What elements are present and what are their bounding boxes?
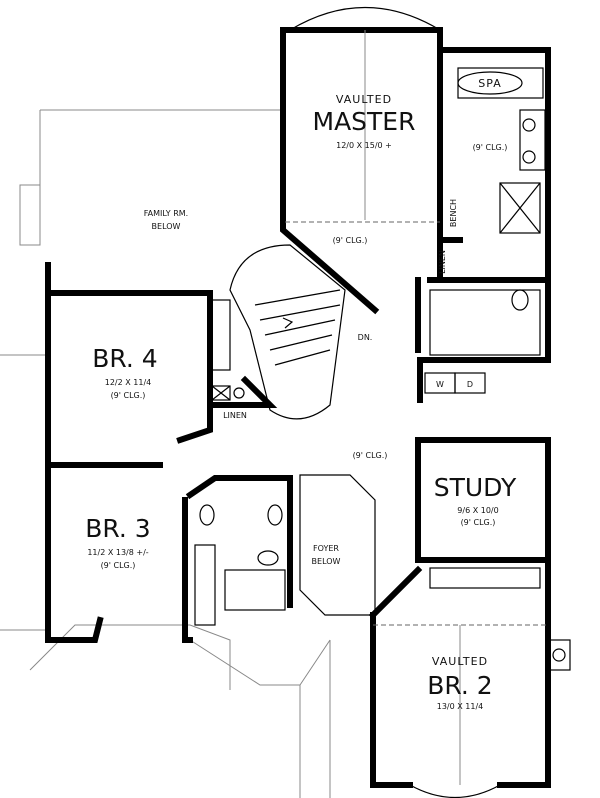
br4-dims: 12/2 X 11/4 bbox=[105, 378, 152, 387]
br4-ceiling: (9' CLG.) bbox=[111, 391, 146, 400]
master-dims: 12/0 X 15/0 + bbox=[336, 141, 392, 150]
bath-ceiling: (9' CLG.) bbox=[473, 143, 508, 152]
br2-dims: 13/0 X 11/4 bbox=[437, 702, 484, 711]
stair-down-label: DN. bbox=[358, 333, 373, 342]
hall-ceiling: (9' CLG.) bbox=[353, 451, 388, 460]
family-room-label: FAMILY RM. bbox=[144, 209, 188, 218]
br2-vaulted-label: VAULTED bbox=[432, 655, 488, 668]
br3-label: BR. 3 bbox=[85, 514, 150, 543]
master-room-label: MASTER bbox=[313, 107, 416, 136]
spa-label: SPA bbox=[478, 77, 501, 90]
br4-linen-label: LINEN bbox=[223, 411, 247, 420]
family-room-below: BELOW bbox=[152, 222, 181, 231]
foyer-below: BELOW bbox=[312, 557, 341, 566]
master-vaulted-label: VAULTED bbox=[336, 93, 392, 106]
br2-label: BR. 2 bbox=[427, 671, 492, 700]
foyer-label: FOYER bbox=[313, 544, 339, 553]
details bbox=[194, 7, 571, 798]
bath-linen-label: LINEN bbox=[438, 250, 447, 274]
master-ceiling: (9' CLG.) bbox=[333, 236, 368, 245]
lower-level-outline bbox=[0, 109, 331, 798]
dryer-label: D bbox=[467, 380, 473, 389]
study-label: STUDY bbox=[434, 473, 517, 502]
bench-label: BENCH bbox=[449, 199, 458, 227]
br3-ceiling: (9' CLG.) bbox=[101, 561, 136, 570]
br3-dims: 11/2 X 13/8 +/- bbox=[87, 548, 148, 557]
study-ceiling: (9' CLG.) bbox=[461, 518, 496, 527]
br4-label: BR. 4 bbox=[92, 344, 157, 373]
washer-label: W bbox=[436, 380, 444, 389]
study-dims: 9/6 X 10/0 bbox=[457, 506, 498, 515]
